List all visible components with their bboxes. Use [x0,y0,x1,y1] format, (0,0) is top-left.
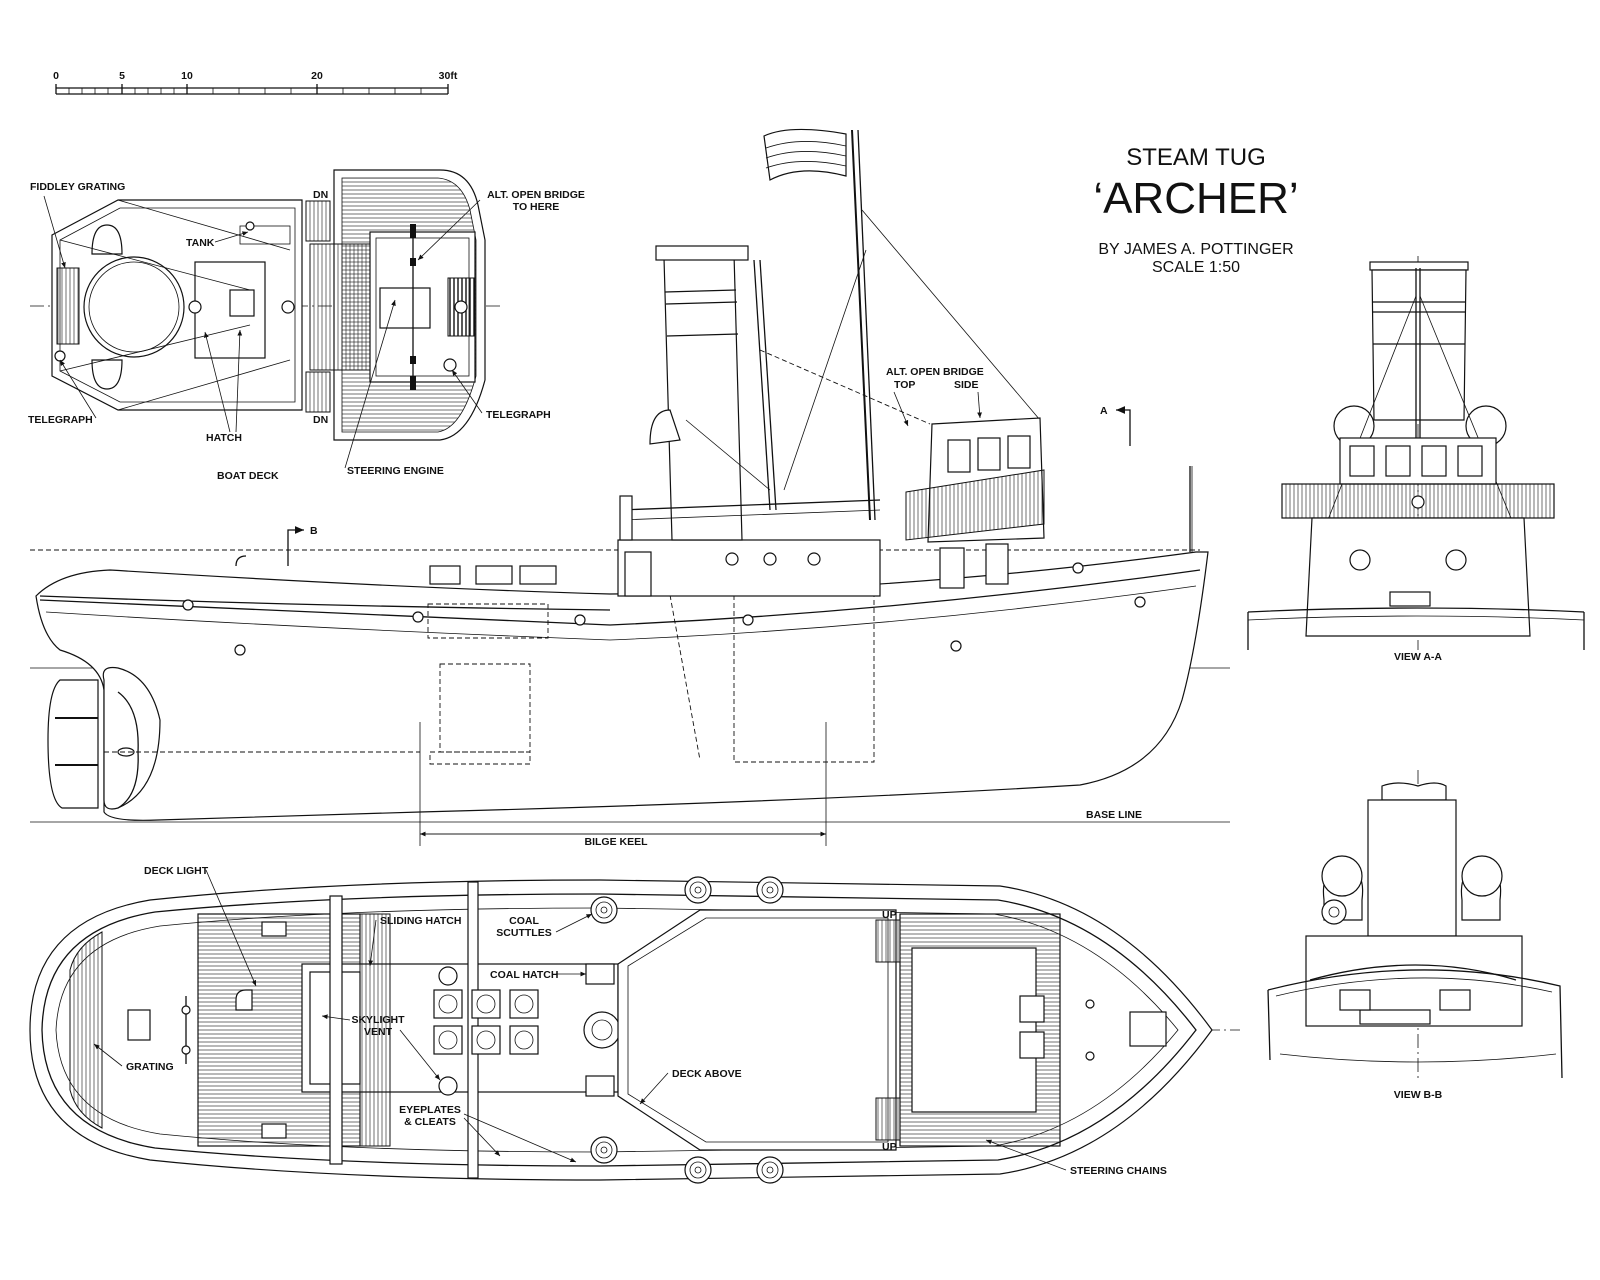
label-profile-alt-open-bridge: ALT. OPEN BRIDGE [886,366,984,378]
scale-bar: 0 5 10 20 30ft [53,70,458,95]
scale-tick-0: 0 [53,70,59,82]
label-cleats: & CLEATS [404,1116,456,1128]
label-tank: TANK [186,237,215,249]
label-section-a: A [1100,405,1108,417]
label-up-bottom: UP [882,1141,897,1153]
label-profile-top: TOP [894,379,915,391]
coal-scuttles [590,876,784,1184]
label-vent: VENT [364,1026,393,1038]
boat-deck-plan [30,169,500,441]
label-steering-engine: STEERING ENGINE [347,465,444,477]
label-section-b: B [310,525,318,537]
title-scale: SCALE 1:50 [1152,259,1240,276]
profile-elevation [30,128,1230,846]
label-skylight: SKYLIGHT [351,1014,405,1026]
main-deck-plan [29,876,1240,1184]
scale-tick-10: 10 [181,70,193,82]
label-steering-chains: STEERING CHAINS [1070,1165,1167,1177]
label-deck-above: DECK ABOVE [672,1068,742,1080]
title-author: BY JAMES A. POTTINGER [1098,241,1293,258]
title-block: STEAM TUG ‘ARCHER’ BY JAMES A. POTTINGER… [1093,144,1298,276]
label-eyeplates: EYEPLATES [399,1104,461,1116]
label-deck-light: DECK LIGHT [144,865,209,877]
label-base-line: BASE LINE [1086,809,1142,821]
view-bb [1267,770,1563,1079]
label-telegraph-right: TELEGRAPH [486,409,551,421]
label-grating: GRATING [126,1061,174,1073]
label-bilge-keel: BILGE KEEL [584,836,648,848]
scale-tick-5: 5 [119,70,125,82]
title-line1: STEAM TUG [1126,144,1266,171]
label-alt-open-bridge-2: TO HERE [513,201,559,213]
label-telegraph-left: TELEGRAPH [28,414,93,426]
label-alt-open-bridge-1: ALT. OPEN BRIDGE [487,189,585,201]
label-dn-bottom: DN [313,414,328,426]
label-boat-deck: BOAT DECK [217,470,279,482]
scale-tick-30ft: 30ft [439,70,458,82]
label-scuttles: SCUTTLES [496,927,551,939]
label-coal: COAL [509,915,539,927]
scale-tick-20: 20 [311,70,323,82]
label-fiddley-grating: FIDDLEY GRATING [30,181,125,193]
label-dn-top: DN [313,189,328,201]
label-coal-hatch: COAL HATCH [490,969,558,981]
view-aa [1247,256,1585,650]
label-profile-side: SIDE [954,379,979,391]
label-sliding-hatch: SLIDING HATCH [380,915,461,927]
label-view-aa: VIEW A-A [1394,651,1442,663]
title-name: ‘ARCHER’ [1093,174,1298,223]
label-up-top: UP [882,909,897,921]
label-view-bb: VIEW B-B [1394,1089,1443,1101]
label-hatch: HATCH [206,432,242,444]
